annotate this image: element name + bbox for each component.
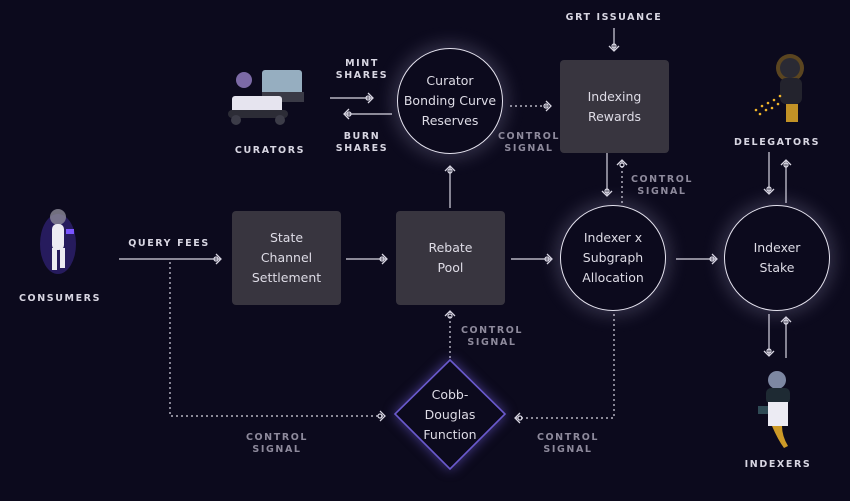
delegators-illustration-icon [754,54,804,122]
node-text: Pool [437,260,464,275]
grt-issuance-label: GRT ISSUANCE [565,12,663,23]
node-text: Cobb- [431,387,469,402]
label-line: SIGNAL [252,444,302,455]
indexers-illustration-icon [758,371,790,448]
node-text: State [269,230,304,245]
node-text: Indexing [587,88,642,104]
node-text: Settlement [251,270,322,285]
node-text: Bonding Curve [403,93,497,108]
indexers-label: INDEXERS [744,459,812,470]
node-text: Reserves [421,113,479,128]
label-line: SIGNAL [504,143,554,154]
consumers-illustration-icon [40,209,76,274]
node-text: Indexer x [583,230,643,245]
consumers-label: CONSUMERS [18,293,102,304]
label-line: CONTROL [460,325,524,336]
node-text: Subgraph [582,250,644,265]
node-text: Douglas [424,407,476,422]
curators-label: CURATORS [234,145,306,156]
node-text: Channel [260,250,313,265]
node-text: Rewards [587,108,642,124]
node-text: Indexer [753,240,801,255]
label-line: SHARES [335,143,389,154]
query-to-diamond-signal [169,262,386,422]
label-line: CONTROL [245,432,309,443]
label-line: SIGNAL [637,186,687,197]
allocation-to-diamond-signal [514,314,615,424]
label-line: CONTROL [630,174,694,185]
label-line: SIGNAL [467,337,517,348]
query-fees-label: QUERY FEES [128,238,210,249]
label-line: MINT [345,58,379,69]
node-text: Stake [759,260,795,275]
delegators-label: DELEGATORS [733,137,821,148]
label-line: CONTROL [497,131,561,142]
label-line: BURN [343,131,381,142]
node-text: Allocation [582,270,644,285]
node-text: Function [423,427,477,442]
label-line: CONTROL [536,432,600,443]
label-line: SHARES [335,70,389,81]
curators-illustration-icon [228,70,304,125]
node-text: Rebate [428,240,473,255]
cobb-douglas-diamond [393,358,507,471]
node-text: Curator [426,73,474,88]
label-line: SIGNAL [543,444,593,455]
